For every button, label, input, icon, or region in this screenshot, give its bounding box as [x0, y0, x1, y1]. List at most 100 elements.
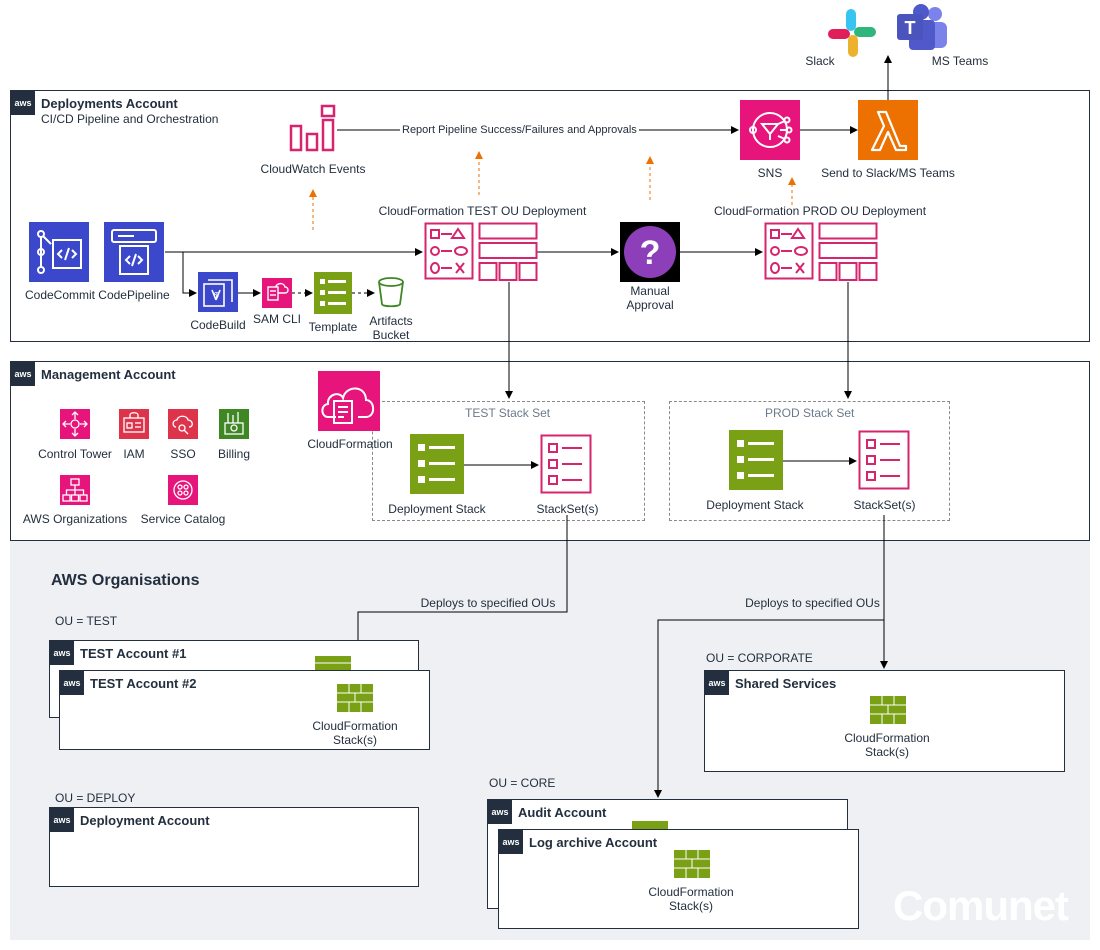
management-account: aws Management Account	[10, 361, 1090, 541]
account-title: TEST Account #1	[80, 646, 187, 661]
service-label: Service Catalog	[140, 512, 226, 526]
template-icon	[314, 272, 352, 314]
aws-badge: aws	[11, 362, 35, 386]
cloudformation-label: CloudFormation	[307, 437, 393, 451]
stackset-icon	[858, 430, 910, 490]
cf-stack-label: CloudFormation Stack(s)	[305, 719, 405, 747]
aws-badge: aws	[499, 830, 523, 854]
organisations-title: AWS Organisations	[51, 572, 200, 589]
cf-stack-label: CloudFormation Stack(s)	[641, 885, 741, 913]
service-label: IAM	[123, 447, 145, 461]
deployment-stack-icon	[410, 434, 464, 494]
report-line-label: Report Pipeline Success/Failures and App…	[400, 124, 639, 136]
stackset-label: StackSet(s)	[536, 502, 599, 516]
lambda-label: Send to Slack/MS Teams	[821, 166, 955, 180]
billing-icon	[219, 409, 249, 439]
cf-stack-icon	[870, 696, 906, 724]
manual-approval-label: Manual Approval	[614, 284, 686, 312]
aws-badge: aws	[60, 671, 84, 695]
sam-cli-label: SAM CLI	[252, 312, 301, 326]
cf-stack-icon	[632, 821, 668, 831]
test-stack-set-title: TEST Stack Set	[465, 406, 551, 420]
manual-approval-line2: Approval	[626, 298, 674, 312]
manual-approval-icon: ?	[620, 222, 680, 282]
sns-icon	[740, 100, 800, 160]
codepipeline-icon	[104, 222, 164, 282]
account-title: Shared Services	[735, 676, 837, 691]
account-subtitle: CI/CD Pipeline and Orchestration	[41, 112, 219, 126]
artifacts-line1: Artifacts	[369, 314, 413, 328]
sns-label: SNS	[757, 166, 783, 180]
account-title: Management Account	[41, 367, 176, 382]
manual-approval-line1: Manual	[630, 284, 670, 298]
prod-stack-set-title: PROD Stack Set	[765, 406, 855, 420]
service-label: Billing	[217, 447, 250, 461]
service-label: AWS Organizations	[22, 512, 128, 526]
log-archive-account: aws Log archive Account	[498, 829, 859, 929]
cloudwatch-events-icon	[289, 104, 336, 152]
deployment-account: aws Deployment Account	[49, 807, 419, 887]
ms-teams-label: MS Teams	[931, 54, 989, 68]
deployment-stack-icon	[729, 430, 783, 490]
test-stack-set	[372, 401, 645, 521]
slack-icon	[828, 9, 876, 57]
cloudformation-icon	[318, 371, 380, 431]
deployment-stack-label: Deployment Stack	[706, 498, 804, 512]
deploys-label-right: Deploys to specified OUs	[745, 596, 880, 610]
artifacts-line2: Bucket	[372, 328, 410, 342]
lambda-icon	[858, 100, 918, 160]
cloudwatch-events-label: CloudWatch Events	[260, 162, 366, 176]
ou-core-label: OU = CORE	[489, 776, 556, 790]
aws-badge: aws	[705, 671, 729, 695]
account-title: Log archive Account	[529, 835, 658, 850]
codecommit-icon	[29, 222, 89, 282]
cf-template-grid-icon	[818, 222, 878, 281]
prod-stack-set	[669, 401, 950, 521]
cf-stack-line2: Stack(s)	[864, 745, 909, 759]
ou-test-label: OU = TEST	[55, 614, 118, 628]
ou-deploy-label: OU = DEPLOY	[55, 791, 136, 805]
template-label: Template	[308, 320, 358, 334]
codecommit-label: CodeCommit	[24, 288, 96, 302]
aws-badge: aws	[50, 641, 74, 665]
control-tower-icon	[60, 409, 90, 439]
cf-stack-icon	[337, 684, 373, 712]
cf-template-grid-icon	[478, 222, 538, 281]
cf-stack-line1: CloudFormation	[312, 719, 398, 733]
deployment-stack-label: Deployment Stack	[388, 502, 486, 516]
svg-text:T: T	[905, 18, 916, 38]
deploys-label-left: Deploys to specified OUs	[420, 596, 556, 610]
stackset-label: StackSet(s)	[853, 498, 916, 512]
cf-stack-line1: CloudFormation	[844, 731, 930, 745]
aws-badge: aws	[488, 800, 512, 824]
prod-cf-label: CloudFormation PROD OU Deployment	[713, 204, 927, 218]
aws-badge: aws	[50, 808, 74, 832]
ou-corporate-label: OU = CORPORATE	[706, 651, 813, 665]
cf-stack-label: CloudFormation Stack(s)	[837, 731, 937, 759]
codebuild-icon: $	[198, 272, 238, 312]
cf-change-set-icon	[424, 222, 474, 280]
service-catalog-icon	[168, 475, 198, 505]
test-cf-label: CloudFormation TEST OU Deployment	[378, 204, 587, 218]
stackset-icon	[540, 434, 592, 494]
cf-stack-icon	[674, 850, 710, 878]
cf-stack-line2: Stack(s)	[332, 733, 377, 747]
svg-text:$: $	[214, 291, 219, 300]
cf-change-set-icon	[764, 222, 814, 280]
codepipeline-label: CodePipeline	[98, 288, 170, 302]
service-label: SSO	[170, 447, 196, 461]
ms-teams-icon: T	[897, 4, 947, 50]
codebuild-label: CodeBuild	[190, 318, 246, 332]
comunet-watermark: Comunet	[893, 882, 1069, 929]
svg-text:?: ?	[640, 234, 661, 272]
slack-label: Slack	[805, 54, 835, 68]
account-title: TEST Account #2	[90, 676, 197, 691]
account-title: Deployments Account	[41, 96, 178, 111]
account-title: Deployment Account	[80, 813, 210, 828]
iam-icon	[119, 409, 149, 439]
artifacts-bucket-icon	[378, 277, 404, 308]
aws-organizations-icon	[60, 475, 90, 505]
cf-stack-icon	[315, 656, 351, 670]
cf-stack-line1: CloudFormation	[648, 885, 734, 899]
sso-icon	[168, 409, 198, 439]
